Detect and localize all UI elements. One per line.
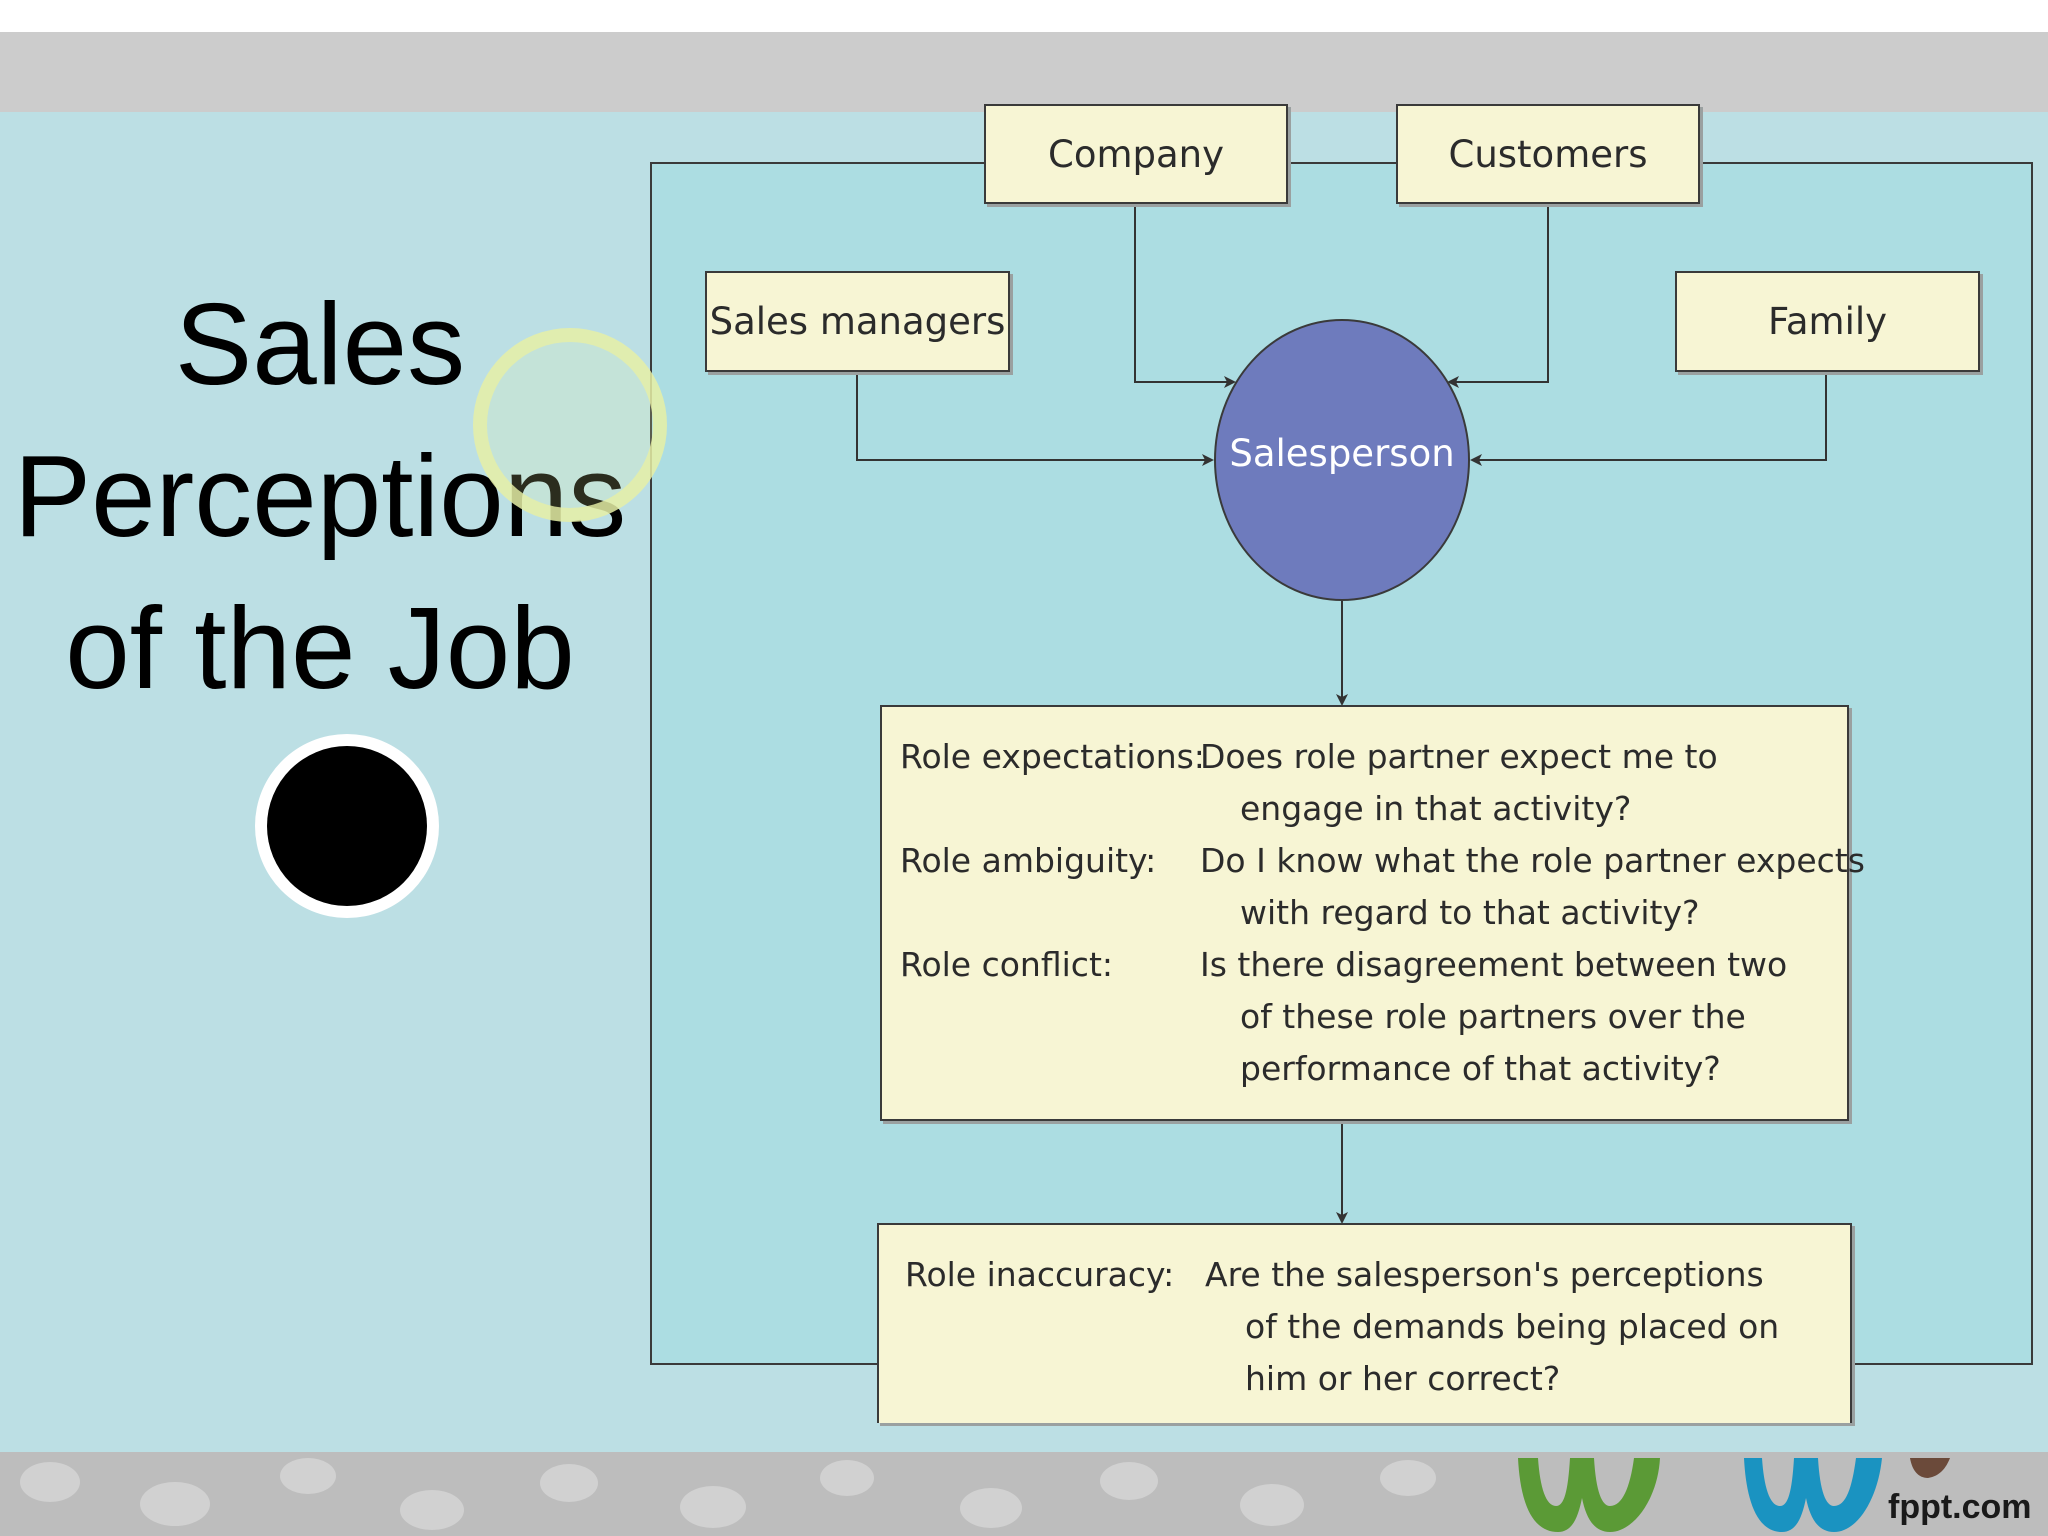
role-ambiguity-def-1: Do I know what the role partner expects [1200,841,1865,880]
sales-managers-node: Sales managers [705,271,1010,372]
title-line-3: of the Job [65,583,575,713]
company-label: Company [1047,132,1225,176]
role-inaccuracy-def-2: of the demands being placed on [1245,1307,1780,1346]
role-inaccuracy-def-1: Are the salesperson's perceptions [1205,1255,1764,1294]
sales-managers-label: Sales managers [709,300,1006,343]
company-node: Company [984,104,1288,204]
role-expectations-def-2: engage in that activity? [1240,789,1632,828]
decorative-ring-icon [473,328,667,522]
company-connector [1134,204,1236,388]
footer-band [0,1452,2048,1536]
customers-node: Customers [1396,104,1700,204]
role-expectations-term: Role expectations: [900,737,1205,776]
role-ambiguity-term: Role ambiguity: [900,841,1157,880]
role-definitions-box: Role expectations: Does role partner exp… [880,705,1865,1121]
customers-connector [1447,204,1549,388]
salesperson-label: Salesperson [1229,432,1455,475]
role-conflict-term: Role conflict: [900,945,1114,984]
role-inaccuracy-def-3: him or her correct? [1245,1359,1561,1398]
bullet-dot-icon [255,734,439,918]
top-margin [0,0,2048,32]
fppt-logo-text: fppt.com [1888,1488,2032,1526]
slide-title: Sales Perceptions of the Job [0,268,640,724]
role-conflict-def-1: Is there disagreement between two [1200,945,1788,984]
family-node: Family [1675,271,1980,372]
fppt-logo-icon [1518,1458,1950,1532]
title-line-1: Sales [174,279,466,409]
role-conflict-def-3: performance of that activity? [1240,1049,1721,1088]
role-conflict-def-2: of these role partners over the [1240,997,1746,1036]
role-inaccuracy-box: Role inaccuracy: Are the salesperson's p… [877,1223,1852,1423]
salesperson-node [1214,319,1470,601]
role-inaccuracy-term: Role inaccuracy: [905,1255,1175,1294]
sales-managers-connector [856,372,1214,466]
customers-label: Customers [1448,132,1648,176]
header-band [0,32,2048,112]
role-ambiguity-def-2: with regard to that activity? [1240,893,1700,932]
role-expectations-def-1: Does role partner expect me to [1200,737,1718,776]
family-label: Family [1767,300,1888,343]
family-connector [1470,372,1827,466]
